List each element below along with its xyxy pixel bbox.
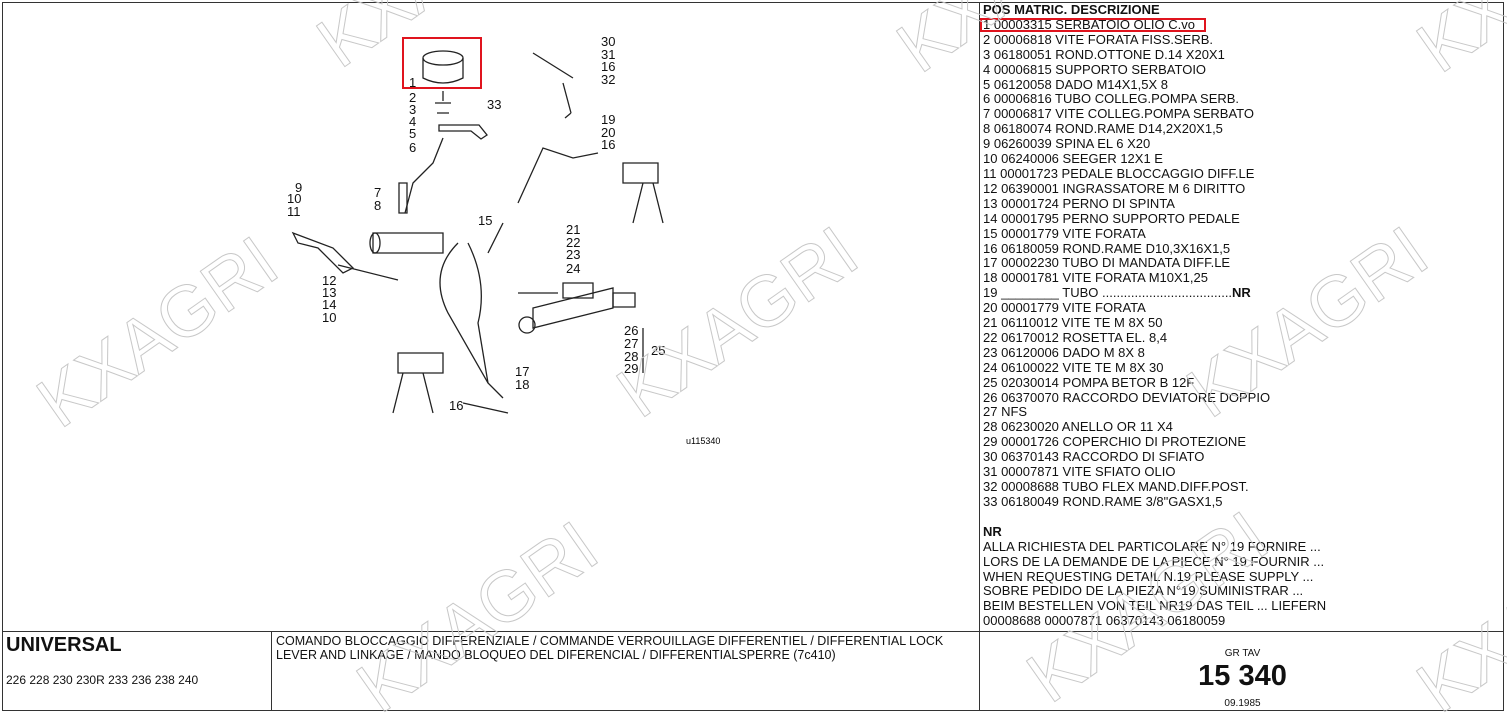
callout-label[interactable]: 4 (409, 114, 416, 129)
callout-label[interactable]: 22 (566, 235, 580, 250)
parts-list-header: POS MATRIC. DESCRIZIONE (983, 2, 1160, 17)
note-title: NR (983, 523, 1002, 539)
divider (2, 631, 1504, 632)
callout-label[interactable]: 9 (295, 180, 302, 195)
callout-label[interactable]: 26 (624, 323, 638, 338)
parts-row[interactable]: 27 NFS (983, 404, 1028, 420)
callout-label[interactable]: 24 (566, 261, 580, 276)
callout-label[interactable]: 15 (478, 213, 492, 228)
parts-row[interactable]: 9 06260039 SPINA EL 6 X20 (983, 136, 1151, 152)
note-line: SOBRE PEDIDO DE LA PIEZA N°19 SUMINISTRA… (983, 583, 1304, 599)
callout-label[interactable]: 6 (409, 140, 416, 155)
note-line: WHEN REQUESTING DETAIL N.19 PLEASE SUPPL… (983, 568, 1314, 584)
nr-flag: NR (1232, 285, 1251, 301)
parts-row[interactable]: 23 06120006 DADO M 8X 8 (983, 344, 1145, 360)
table-title: COMANDO BLOCCAGGIO DIFFERENZIALE / COMMA… (276, 634, 944, 662)
parts-row[interactable]: 2 00006818 VITE FORATA FISS.SERB. (983, 31, 1214, 47)
highlight-box-part-1 (402, 37, 482, 89)
parts-row[interactable]: 18 00001781 VITE FORATA M10X1,25 (983, 270, 1208, 286)
callout-label[interactable]: 3 (409, 102, 416, 117)
callout-label[interactable]: 28 (624, 349, 638, 364)
parts-row[interactable]: 8 06180074 ROND.RAME D14,2X20X1,5 (983, 121, 1223, 137)
parts-row[interactable]: 12 06390001 INGRASSATORE M 6 DIRITTO (983, 180, 1246, 196)
parts-row[interactable]: 4 00006815 SUPPORTO SERBATOIO (983, 61, 1207, 77)
parts-row[interactable]: 21 06110012 VITE TE M 8X 50 (983, 315, 1163, 331)
model-list: 226 228 230 230R 233 236 238 240 (6, 673, 199, 687)
callout-label[interactable]: 25 (651, 343, 665, 358)
callout-label[interactable]: 5 (409, 126, 416, 141)
parts-row[interactable]: 26 06370070 RACCORDO DEVIATORE DOPPIO (983, 389, 1271, 405)
callout-label[interactable]: 10 (287, 191, 301, 206)
callout-label[interactable]: 18 (515, 377, 529, 392)
parts-row[interactable]: 6 00006816 TUBO COLLEG.POMPA SERB. (983, 91, 1240, 107)
callout-label[interactable]: 17 (515, 364, 529, 379)
parts-row[interactable]: 10 06240006 SEEGER 12X1 E (983, 151, 1163, 167)
parts-row[interactable]: 20 00001779 VITE FORATA (983, 300, 1146, 316)
callout-label[interactable]: 11 (287, 204, 301, 219)
parts-row[interactable]: 30 06370143 RACCORDO DI SFIATO (983, 449, 1205, 465)
brand-name: UNIVERSAL (6, 634, 122, 656)
callout-label[interactable]: 13 (322, 285, 336, 300)
parts-row[interactable]: 32 00008688 TUBO FLEX MAND.DIFF.POST. (983, 479, 1249, 494)
callout-label[interactable]: 29 (624, 361, 638, 376)
table-date: 09.1985 (1224, 698, 1261, 709)
divider (979, 2, 980, 711)
parts-row[interactable]: 7 00006817 VITE COLLEG.POMPA SERBATO (983, 106, 1254, 122)
parts-row[interactable]: 22 06170012 ROSETTA EL. 8,4 (983, 329, 1168, 345)
parts-row[interactable]: 24 06100022 VITE TE M 8X 30 (983, 359, 1164, 375)
callout-label[interactable]: 16 (449, 398, 463, 413)
callout-label[interactable]: 33 (487, 97, 501, 112)
parts-row[interactable]: 11 00001723 PEDALE BLOCCAGGIO DIFF.LE (983, 165, 1255, 181)
parts-row[interactable]: 29 00001726 COPERCHIO DI PROTEZIONE (983, 434, 1246, 450)
parts-row[interactable]: 31 00007871 VITE SFIATO OLIO (983, 464, 1176, 480)
parts-row[interactable]: 5 06120058 DADO M14X1,5X 8 (983, 76, 1169, 92)
parts-row[interactable]: 1 00003315 SERBATOIO OLIO C.vo (983, 16, 1195, 32)
divider (271, 631, 272, 711)
note-line: 00008688 00007871 06370143 06180059 (983, 613, 1226, 629)
note-line: ALLA RICHIESTA DEL PARTICOLARE N° 19 FOR… (983, 538, 1321, 554)
parts-row[interactable]: 3 06180051 ROND.OTTONE D.14 X20X1 (983, 46, 1225, 62)
parts-row-text: 19 ________ TUBO .......................… (983, 285, 1233, 301)
parts-list: POS MATRIC. DESCRIZIONE 1 00003315 SERBA… (983, 2, 1503, 629)
callout-label[interactable]: 14 (322, 297, 336, 312)
callout-label[interactable]: 21 (566, 222, 580, 237)
callout-label[interactable]: 32 (601, 72, 615, 87)
parts-row[interactable]: 14 00001795 PERNO SUPPORTO PEDALE (983, 210, 1240, 226)
gr-tav-number: 15 340 (1198, 660, 1287, 692)
callout-label[interactable]: 7 (374, 185, 381, 200)
parts-row[interactable]: 13 00001724 PERNO DI SPINTA (983, 195, 1175, 211)
highlight-box-row-1 (980, 18, 1206, 32)
callout-label[interactable]: 20 (601, 125, 615, 140)
callout-label[interactable]: 8 (374, 198, 381, 213)
callout-label[interactable]: 10 (322, 310, 336, 325)
callout-label[interactable]: 12 (322, 273, 336, 288)
callout-label[interactable]: 1 (409, 75, 416, 90)
note-line: LORS DE LA DEMANDE DE LA PIECE N° 19 FOU… (983, 553, 1325, 569)
parts-row[interactable]: 28 06230020 ANELLO OR 11 X4 (983, 419, 1173, 435)
parts-row[interactable]: 33 06180049 ROND.RAME 3/8"GASX1,5 (983, 493, 1223, 509)
gr-tav-label: GR TAV (1224, 648, 1261, 659)
callout-label[interactable]: 2 (409, 90, 416, 105)
callout-label[interactable]: 16 (601, 59, 615, 74)
callout-label[interactable]: 31 (601, 47, 615, 62)
note-line: BEIM BESTELLEN VON TEIL NR19 DAS TEIL ..… (983, 598, 1327, 614)
callout-label[interactable]: 27 (624, 336, 638, 351)
exploded-parts-diagram: 1234563330311632192016910117815212223241… (287, 34, 720, 446)
callout-label[interactable]: 16 (601, 137, 615, 152)
callout-label[interactable]: 23 (566, 247, 580, 262)
parts-row[interactable]: 16 06180059 ROND.RAME D10,3X16X1,5 (983, 240, 1231, 256)
parts-row[interactable]: 25 02030014 POMPA BETOR B 12F (983, 374, 1195, 390)
parts-row[interactable]: 19 ________ TUBO .......................… (983, 285, 1503, 301)
callout-label[interactable]: 30 (601, 34, 615, 49)
callout-label[interactable]: 19 (601, 112, 615, 127)
parts-row[interactable]: 15 00001779 VITE FORATA (983, 225, 1146, 241)
diagram-code: u115340 (686, 436, 720, 446)
parts-row[interactable]: 17 00002230 TUBO DI MANDATA DIFF.LE (983, 255, 1231, 271)
